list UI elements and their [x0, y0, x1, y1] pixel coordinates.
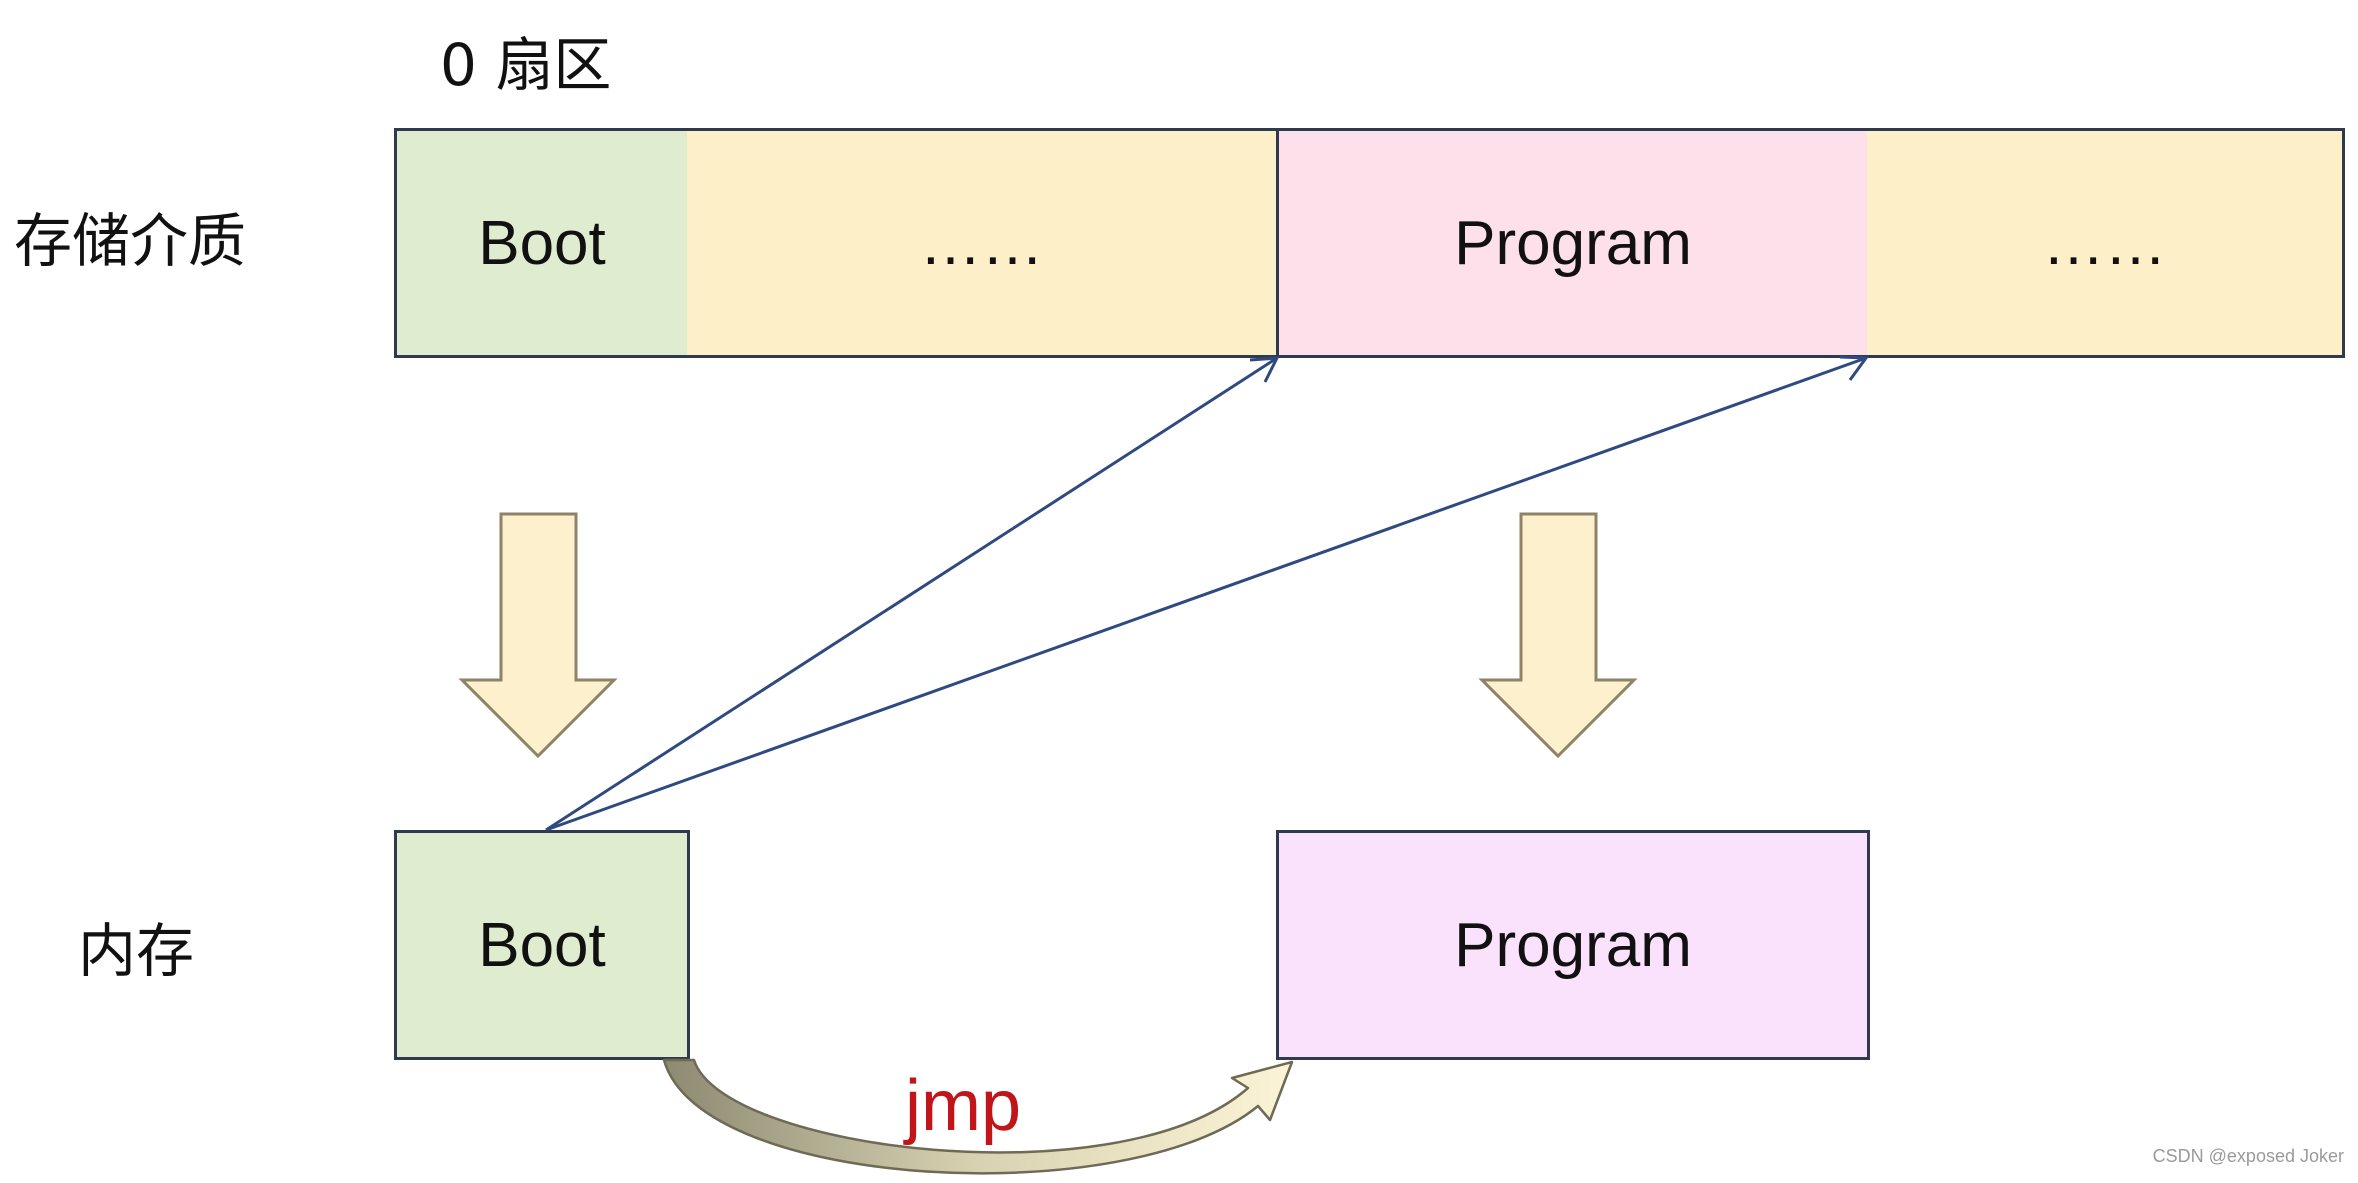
storage-program-text: Program: [1454, 208, 1692, 278]
storage-gap-text-1: ……: [919, 208, 1044, 278]
sector-zero-label: 0 扇区: [440, 31, 612, 99]
jmp-curved-arrow: [662, 1058, 1294, 1175]
memory-boot-cell: Boot: [394, 830, 690, 1060]
storage-gap-text-2: ……: [2042, 208, 2167, 278]
jmp-label: jmp: [905, 1066, 1022, 1146]
load-arrow-boot: [458, 512, 618, 759]
storage-medium-label: 存储介质: [14, 207, 247, 275]
memory-boot-text: Boot: [478, 910, 606, 980]
memory-program-cell: Program: [1276, 830, 1870, 1060]
storage-boot-text: Boot: [478, 208, 606, 278]
load-arrow-program: [1478, 512, 1638, 759]
storage-gap-cell-1: ……: [687, 128, 1279, 358]
storage-program-cell: Program: [1276, 128, 1870, 358]
watermark-text: CSDN @exposed Joker: [2152, 1146, 2344, 1166]
memory-program-text: Program: [1454, 910, 1692, 980]
pointer-line-program-end: [545, 356, 1867, 832]
pointer-line-program-end-head: [1839, 355, 1869, 381]
storage-gap-cell-2: ……: [1867, 128, 2345, 358]
memory-label: 内存: [78, 917, 195, 985]
pointer-line-program-head: [1249, 356, 1280, 383]
pointer-line-program: [545, 356, 1278, 832]
